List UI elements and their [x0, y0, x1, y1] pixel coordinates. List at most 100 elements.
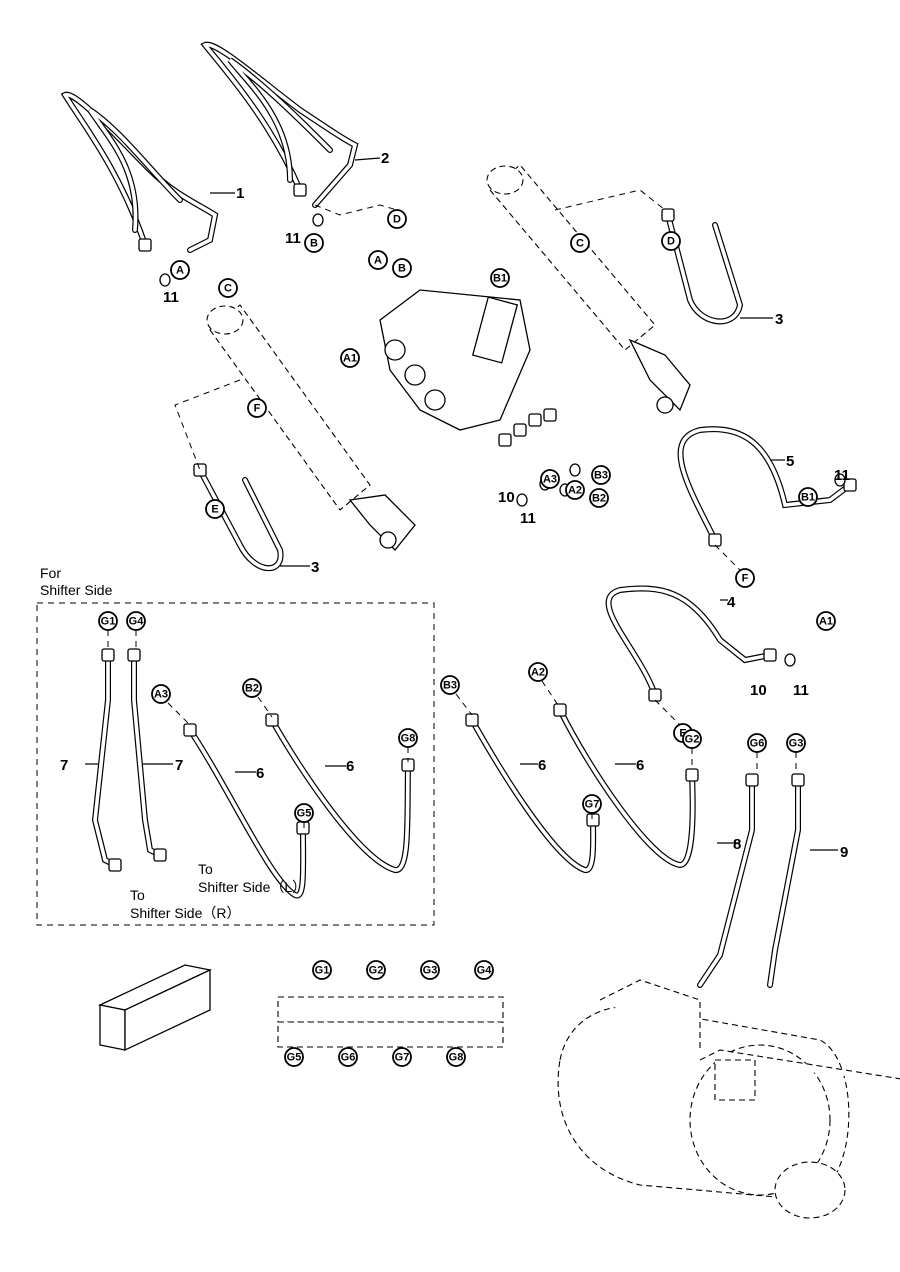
part-number: 7	[60, 757, 68, 774]
part-number: 3	[311, 559, 319, 576]
callout-label: E	[211, 504, 218, 516]
hose-fitting	[586, 813, 600, 827]
callout-circle	[747, 733, 767, 753]
callout-label: A	[176, 265, 184, 277]
note-shifter-side-r: Shifter Side（R）	[130, 905, 240, 921]
part-number: 1	[236, 185, 244, 202]
hose-6-a3-g5	[187, 727, 307, 899]
callout-circle	[816, 611, 836, 631]
hose-7-right	[131, 652, 163, 858]
callout-circle	[540, 469, 560, 489]
callout-label: G1	[315, 965, 330, 977]
part-number: 10	[498, 489, 515, 506]
hose-fitting	[153, 848, 167, 862]
part-number: 11	[520, 510, 536, 527]
callout-label: C	[224, 283, 232, 295]
hose-1	[60, 91, 219, 253]
callout-circle	[565, 480, 585, 500]
callout-label: G8	[401, 733, 416, 745]
callout-label: G7	[585, 799, 600, 811]
o-ring-washer	[312, 213, 324, 227]
callout-label: G2	[369, 965, 384, 977]
callout-circle	[387, 209, 407, 229]
hose-4	[605, 585, 773, 698]
callout-circle	[582, 794, 602, 814]
control-valve	[379, 289, 531, 431]
callout-circle	[170, 260, 190, 280]
callout-circle	[218, 278, 238, 298]
callout-label: G5	[297, 808, 312, 820]
callout-circle	[392, 1047, 412, 1067]
callout-label: B2	[245, 683, 259, 695]
part-number: 11	[163, 289, 179, 306]
callout-label: B1	[493, 273, 507, 285]
callout-circle	[798, 487, 818, 507]
callout-circle	[294, 803, 314, 823]
callout-circle	[570, 233, 590, 253]
callout-label: G6	[341, 1052, 356, 1064]
hose-6-a2-g2	[557, 707, 696, 869]
callout-label: C	[576, 238, 584, 250]
callout-label: A2	[531, 667, 545, 679]
callout-circle	[312, 960, 332, 980]
callout-circle	[205, 499, 225, 519]
callout-label: A1	[819, 616, 833, 628]
callout-label: B3	[443, 680, 457, 692]
part-number: 2	[381, 150, 389, 167]
callout-circle	[392, 258, 412, 278]
hose-8	[697, 777, 755, 988]
part-number: 3	[775, 311, 783, 328]
hose-fitting	[763, 648, 777, 662]
hose-6-b3-g7	[469, 717, 597, 873]
callout-circle	[591, 465, 611, 485]
note-shifter-side: Shifter Side	[40, 582, 113, 598]
part-number: 6	[538, 757, 546, 774]
callout-circle	[420, 960, 440, 980]
hose-5	[677, 426, 853, 543]
manifold-block	[97, 964, 213, 1052]
hose-3-lower	[197, 467, 284, 572]
callout-circle	[490, 268, 510, 288]
callout-label: G3	[789, 738, 804, 750]
hose-fitting	[498, 433, 512, 447]
callout-circle	[682, 729, 702, 749]
part-number: 5	[786, 453, 794, 470]
callout-circle	[247, 398, 267, 418]
callout-circle	[126, 611, 146, 631]
callout-label: E	[679, 728, 686, 740]
callout-circle	[735, 568, 755, 588]
note-for: For	[40, 565, 61, 581]
hose-fitting	[553, 703, 567, 717]
callout-circle	[151, 684, 171, 704]
part-number: 11	[834, 467, 850, 484]
callout-circle	[340, 348, 360, 368]
shifter-motor	[557, 979, 900, 1219]
hose-fitting	[745, 773, 759, 787]
callout-label: G5	[287, 1052, 302, 1064]
hose-fitting	[193, 463, 207, 477]
hose-fitting	[791, 773, 805, 787]
callout-label: G7	[395, 1052, 410, 1064]
callout-label: G4	[129, 616, 145, 628]
callout-label: G4	[477, 965, 493, 977]
callout-label: B	[398, 263, 406, 275]
part-number: 11	[285, 230, 301, 247]
callout-label: B1	[801, 492, 815, 504]
callout-circle	[446, 1047, 466, 1067]
callout-circle	[366, 960, 386, 980]
hose-fitting	[843, 478, 857, 492]
callout-label: B2	[592, 493, 606, 505]
hose-fitting	[648, 688, 662, 702]
callout-circle	[368, 250, 388, 270]
hose-fitting	[265, 713, 279, 727]
part-number: 7	[175, 757, 183, 774]
hose-fitting	[465, 713, 479, 727]
callout-circle	[242, 678, 262, 698]
o-ring-washer	[784, 653, 796, 667]
callout-label: B	[310, 238, 318, 250]
hose-7-left	[91, 652, 118, 868]
part-number: 6	[346, 758, 354, 775]
callout-label: D	[393, 214, 401, 226]
hose-fitting	[528, 413, 542, 427]
